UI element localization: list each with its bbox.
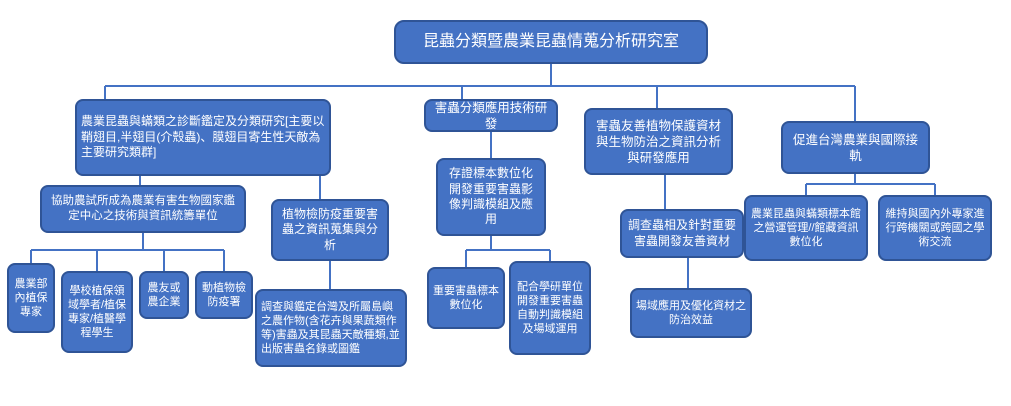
node-moa-plant-protection-experts: 農業部內植保專家: [7, 263, 55, 333]
node-academic-exchange: 維持與國內外專家進行跨機關或跨國之學術交流: [878, 195, 992, 261]
node-national-id-center: 協助農試所成為農業有害生物國家鑑定中心之技術與資訊統籌單位: [40, 185, 246, 233]
node-pest-survey-material-development: 調查蟲相及針對重要害蟲開發友善資材: [620, 209, 744, 258]
node-pest-specimen-digitization: 重要害蟲標本數位化: [427, 267, 505, 329]
node-branch-eco-friendly-materials: 害蟲友善植物保護資材與生物防治之資訊分析與研發應用: [584, 108, 733, 175]
node-farmers-agribusiness: 農友或農企業: [139, 271, 189, 319]
node-auto-identification-module: 配合學研單位開發重要害蟲自動判識模組及場域運用: [509, 261, 591, 355]
node-branch-pest-classification-tech: 害蟲分類應用技術研發: [424, 99, 558, 132]
node-animal-plant-quarantine-agency: 動植物檢防疫署: [195, 271, 253, 319]
node-quarantine-pest-info: 植物檢防疫重要害蟲之資訊蒐集與分析: [271, 199, 389, 261]
node-school-experts-students: 學校植保領域學者/植保專家/植醫學程學生: [61, 271, 133, 353]
node-lab-title: 昆蟲分類暨農業昆蟲情蒐分析研究室: [394, 20, 708, 64]
node-pest-survey-publication: 調查與鑑定台灣及所屬島嶼之農作物(含花卉與果蔬類作等)害蟲及其昆蟲天敵種類,並出…: [255, 289, 407, 367]
node-branch-international-alignment: 促進台灣農業與國際接軌: [781, 121, 930, 174]
node-specimen-digitization-ai: 存證標本數位化開發重要害蟲影像判識模組及應用: [436, 158, 546, 236]
node-field-application-optimization: 場域應用及優化資材之防治效益: [630, 288, 752, 338]
node-branch-diagnosis-classification: 農業昆蟲與蟎類之診斷鑑定及分類研究[主要以鞘翅目,半翅目(介殼蟲)、膜翅目寄生性…: [75, 99, 331, 176]
node-specimen-museum-management: 農業昆蟲與蟎類標本館之營運管理//館藏資訊數位化: [744, 195, 868, 261]
